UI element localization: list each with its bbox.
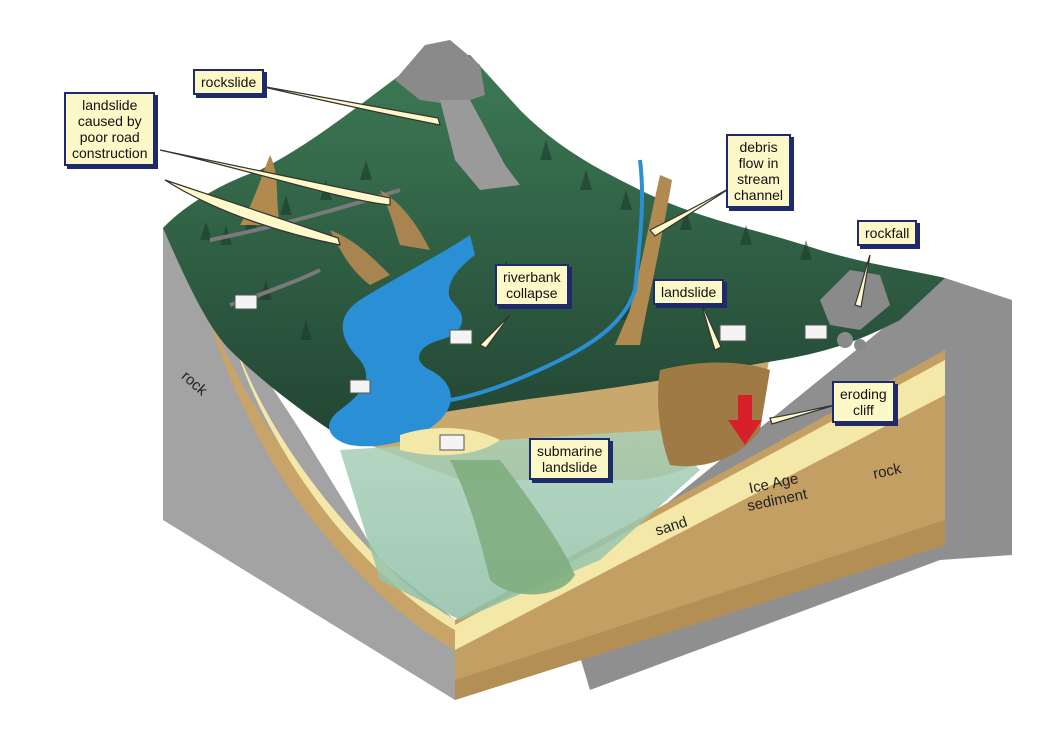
callout-landslide: landslide	[653, 279, 725, 305]
movement-arrow	[728, 395, 762, 445]
mountain-peak	[395, 40, 485, 105]
landslide-scar-center	[380, 190, 430, 250]
debris-flow-channel	[615, 175, 672, 345]
front-sand-band	[455, 360, 945, 650]
houses	[234, 294, 828, 451]
callout-rockfall: rockfall	[857, 220, 918, 246]
front-base-band	[455, 520, 945, 700]
callout-debris-flow: debris flow in stream channel	[726, 134, 792, 208]
submarine-landslide	[450, 460, 575, 595]
left-sediment	[203, 300, 455, 650]
leader-lines	[159, 84, 871, 425]
callout-submarine: submarine landslide	[529, 438, 611, 480]
callout-eroding: eroding cliff	[832, 381, 895, 423]
callout-rockslide: rockslide	[193, 69, 265, 95]
rockslide-debris	[440, 100, 520, 190]
callout-landslide-road: landslide caused by poor road constructi…	[64, 92, 156, 166]
rockfall-boulders	[820, 270, 890, 351]
landslide-scar-left	[330, 230, 390, 285]
callout-riverbank: riverbank collapse	[495, 264, 569, 306]
mountain-stream	[449, 159, 645, 402]
